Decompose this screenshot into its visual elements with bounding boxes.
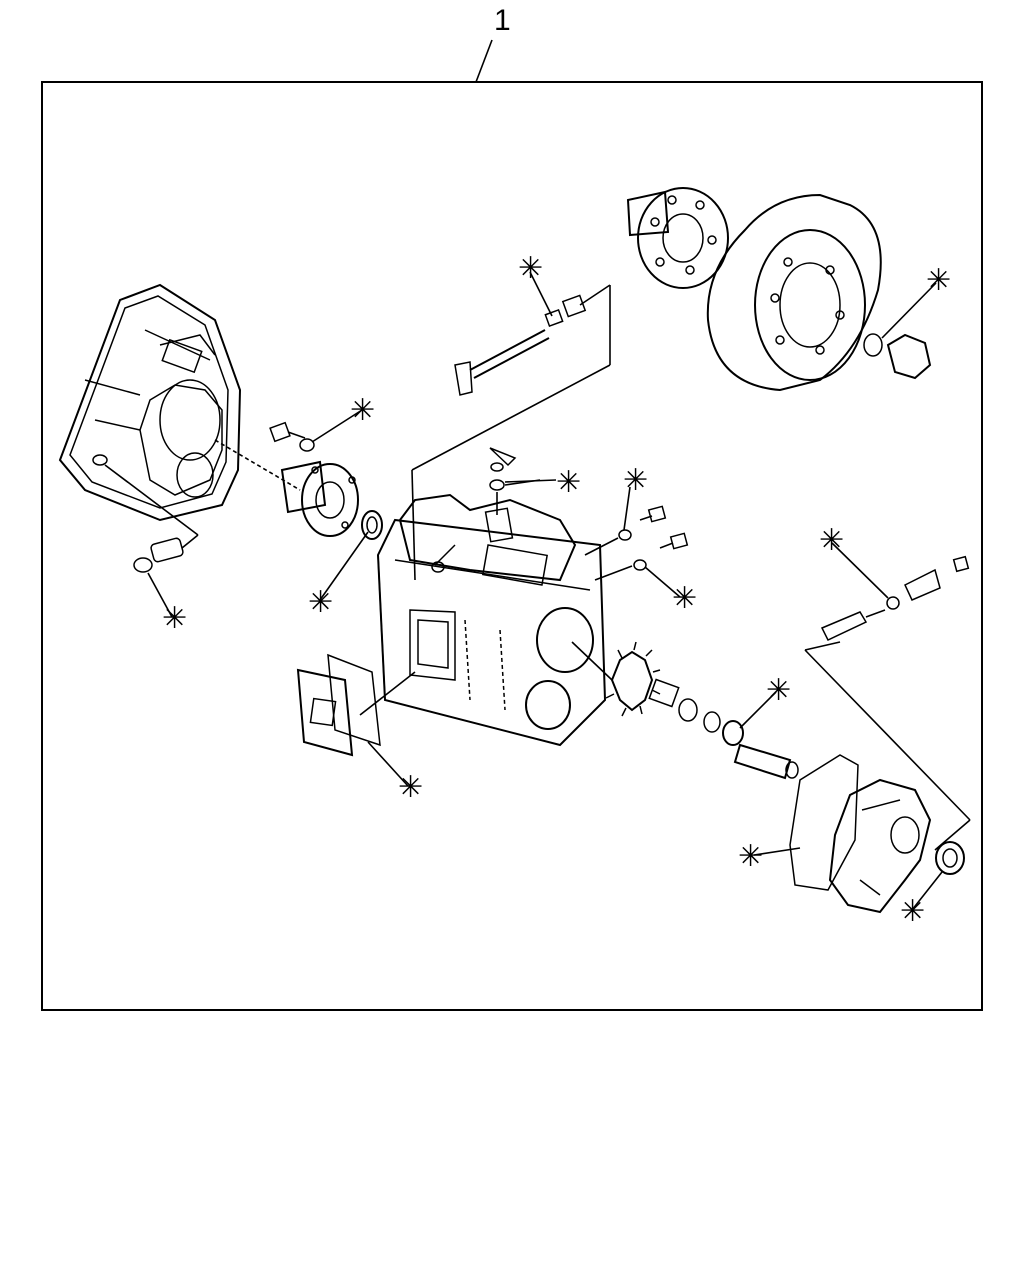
kit-marker: ✳ bbox=[308, 586, 333, 619]
oil-seal bbox=[935, 841, 965, 875]
drive-gear bbox=[571, 641, 680, 717]
kit-marker: ✳ bbox=[518, 252, 543, 285]
kit-marker: ✳ bbox=[672, 582, 697, 615]
assembly-callout-1: 1 bbox=[494, 4, 511, 37]
kit-marker: ✳ bbox=[623, 464, 648, 497]
seal bbox=[361, 510, 383, 540]
flywheel-housing bbox=[58, 283, 242, 522]
shaft-sleeve bbox=[733, 743, 799, 780]
kit-marker: ✳ bbox=[556, 466, 581, 499]
kit-marker: ✳ bbox=[398, 771, 423, 804]
kit-marker: ✳ bbox=[766, 674, 791, 707]
o-ring bbox=[722, 720, 744, 746]
gasket bbox=[296, 653, 416, 757]
bushing bbox=[544, 294, 587, 327]
hub-flange bbox=[214, 439, 359, 537]
bolt bbox=[584, 505, 689, 581]
kit-marker: ✳ bbox=[926, 264, 951, 297]
shift-rod bbox=[411, 284, 611, 581]
kit-marker: ✳ bbox=[900, 895, 925, 928]
sleeve-bearing bbox=[104, 464, 199, 573]
nut bbox=[863, 333, 932, 380]
kit-marker: ✳ bbox=[350, 394, 375, 427]
kit-marker: ✳ bbox=[738, 840, 763, 873]
rear-housing bbox=[789, 641, 971, 914]
speed-sensor bbox=[820, 568, 941, 641]
kit-markers: ✳ ✳ ✳ ✳ ✳ ✳ ✳ ✳ ✳ ✳ ✳ ✳ ✳ bbox=[147, 252, 951, 928]
companion-flange bbox=[626, 187, 729, 289]
shift-cover bbox=[398, 493, 577, 586]
damper-pulley bbox=[706, 193, 882, 392]
kit-marker: ✳ bbox=[162, 602, 187, 635]
transmission-case bbox=[376, 518, 607, 747]
kit-frame bbox=[41, 81, 983, 1011]
kit-marker: ✳ bbox=[819, 524, 844, 557]
bearing bbox=[678, 698, 721, 733]
assembly-callout-leader bbox=[475, 39, 493, 83]
bolt bbox=[269, 421, 315, 452]
plug bbox=[952, 555, 970, 573]
